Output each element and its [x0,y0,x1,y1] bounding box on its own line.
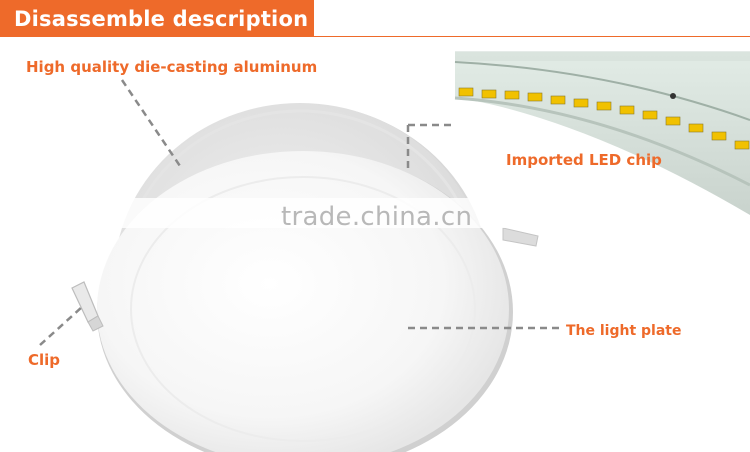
led-chip-label: Imported LED chip [506,151,662,169]
header-title: Disassemble description [14,7,309,31]
watermark-text: trade.china.cn [281,202,473,232]
header-bar [0,0,314,37]
spring-clip-icon [71,281,104,332]
clip-label: Clip [28,351,61,369]
aluminum-label: High quality die-casting aluminum [26,58,318,76]
header-divider [314,36,750,37]
light-plate-label: The light plate [566,323,682,339]
led-panel-light-icon [97,103,539,452]
led-strip-closeup-icon [454,51,750,215]
